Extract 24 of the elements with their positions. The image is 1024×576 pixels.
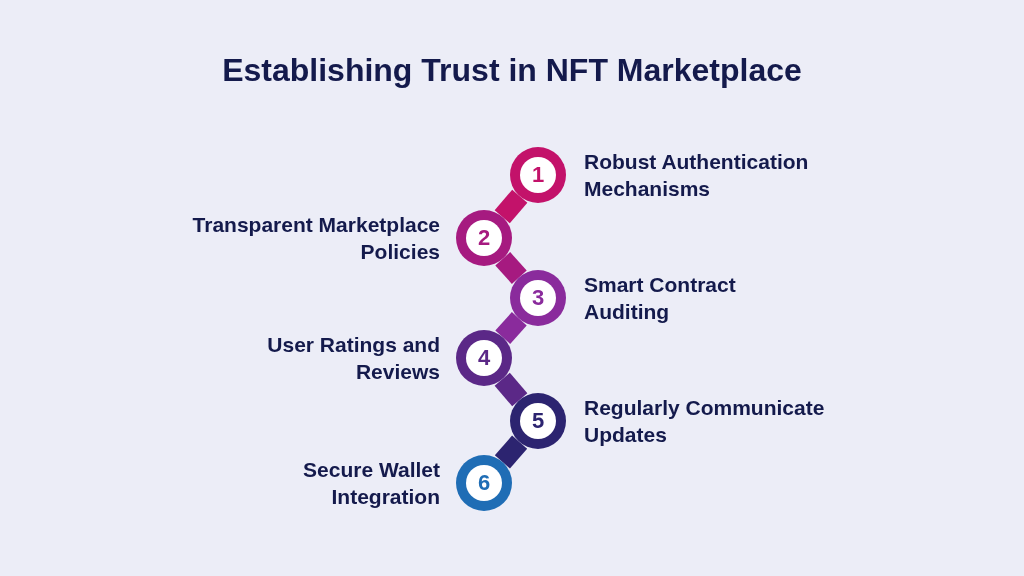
step-circle <box>510 147 566 203</box>
connector-band <box>494 189 528 224</box>
step-number: 5 <box>520 403 556 439</box>
step-circle <box>510 270 566 326</box>
connector-band <box>494 372 528 407</box>
step-label: User Ratings and Reviews <box>266 332 440 385</box>
step-number: 4 <box>466 340 502 376</box>
title: Establishing Trust in NFT Marketplace <box>221 52 803 89</box>
step-label: Robust Authentication Mechanisms <box>584 149 810 202</box>
step-number: 1 <box>520 157 556 193</box>
step-label: Smart Contract Auditing <box>584 272 737 325</box>
step-label: Secure Wallet Integration <box>302 457 440 510</box>
connector-band <box>495 252 527 284</box>
step-circle <box>456 210 512 266</box>
step-number: 2 <box>466 220 502 256</box>
step-circle <box>456 455 512 511</box>
step-circle <box>510 393 566 449</box>
step-number: 3 <box>520 280 556 316</box>
step-number: 6 <box>466 465 502 501</box>
step-circle <box>456 330 512 386</box>
step-label: Regularly Communicate Updates <box>584 395 826 448</box>
connector-band <box>494 435 528 469</box>
step-label: Transparent Marketplace Policies <box>191 212 440 265</box>
connector-band <box>495 312 527 344</box>
